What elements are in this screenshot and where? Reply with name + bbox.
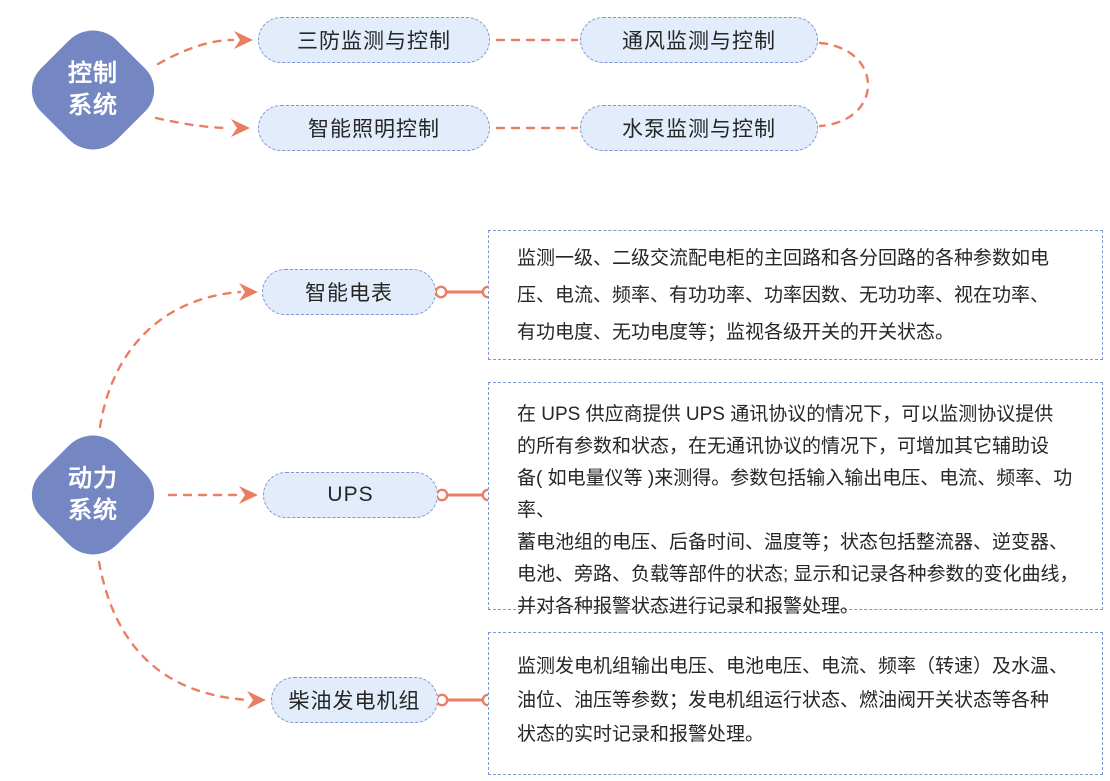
desc-smart-meter: 监测一级、二级交流配电柜的主回路和各分回路的各种参数如电 压、电流、频率、有功功… [488, 230, 1103, 360]
pill-label: 三防监测与控制 [297, 30, 451, 53]
connector-dot-icon [434, 285, 448, 299]
control-system-node: 控制 系统 [19, 16, 167, 164]
arrowhead-icon [239, 486, 258, 504]
dashed-arrow-line [154, 116, 232, 130]
control-system-links [154, 31, 869, 137]
desc-ups: 在 UPS 供应商提供 UPS 通讯协议的情况下，可以监测协议提供 的所有参数和… [488, 382, 1103, 617]
power-system-node: 动力 系统 [19, 421, 167, 569]
pill-label: 智能照明控制 [308, 118, 440, 141]
connector-dot-icon [435, 693, 449, 707]
arrowhead-icon [247, 691, 266, 709]
arrowhead-icon [234, 31, 253, 49]
arrowhead-icon [231, 119, 250, 137]
pill-smart-lighting-control: 智能照明控制 [258, 105, 490, 151]
pill-label: 水泵监测与控制 [622, 118, 776, 141]
pill-ventilation-monitoring: 通风监测与控制 [580, 17, 818, 63]
desc-diesel-generator: 监测发电机组输出电压、电池电压、电流、频率（转速）及水温、 油位、油压等参数；发… [488, 632, 1103, 775]
dashed-arrow-line [98, 290, 242, 429]
connector-dot-icon [435, 488, 449, 502]
pill-smart-meter: 智能电表 [262, 269, 436, 315]
pill-label: 智能电表 [305, 282, 393, 305]
control-system-label: 控制 系统 [68, 60, 118, 119]
dashed-arrow-line [97, 560, 250, 702]
pill-three-proof-monitoring: 三防监测与控制 [258, 17, 490, 63]
pill-label: 通风监测与控制 [622, 30, 776, 53]
dashed-curve-link [818, 41, 869, 128]
dashed-arrow-line [156, 38, 235, 66]
pill-water-pump-monitoring: 水泵监测与控制 [580, 105, 818, 151]
power-system-label: 动力 系统 [68, 465, 118, 524]
arrowhead-icon [239, 283, 258, 301]
pill-label: UPS [327, 483, 374, 506]
pill-ups: UPS [263, 472, 438, 518]
pill-diesel-generator: 柴油发电机组 [271, 677, 438, 723]
pill-label: 柴油发电机组 [288, 690, 421, 713]
